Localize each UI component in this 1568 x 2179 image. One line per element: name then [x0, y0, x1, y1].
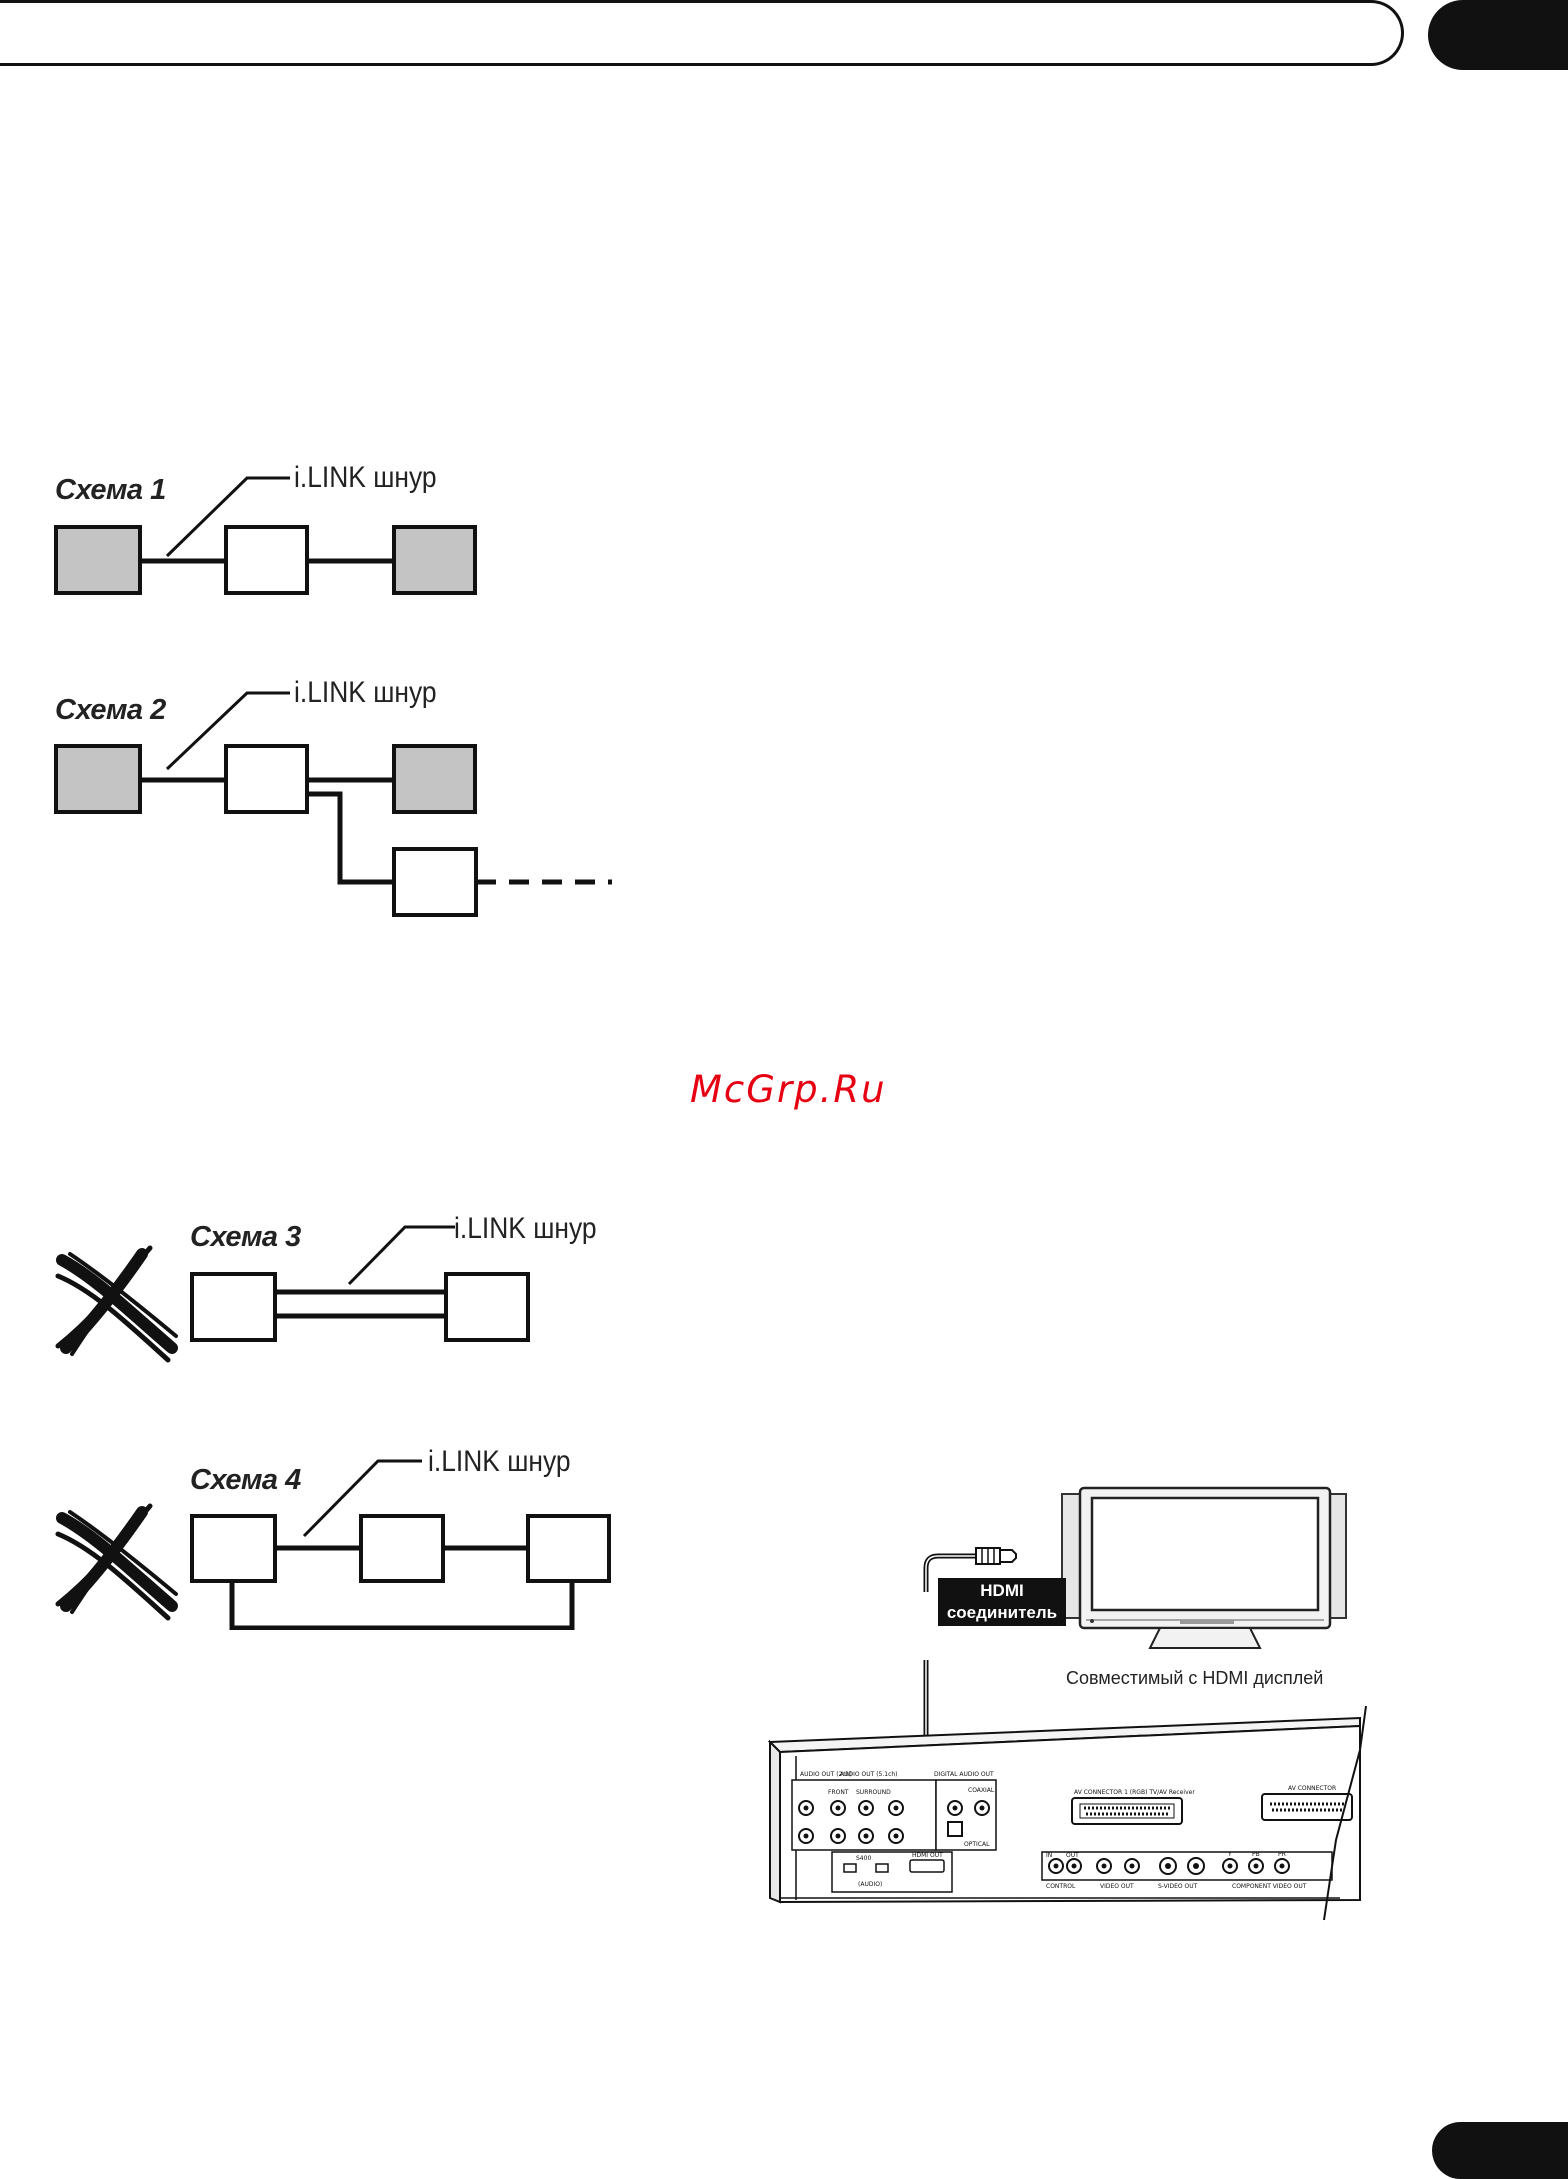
panel-label-audio-2ch: AUDIO OUT (2ch): [800, 1771, 852, 1778]
page-number-tab: [1432, 2122, 1568, 2179]
ilink-port: [843, 1863, 857, 1873]
chapter-tab: [1428, 0, 1568, 70]
schema-4-device: [526, 1514, 611, 1583]
schema-1-2-diagram: [54, 476, 612, 917]
schema-2-label: Схема 2: [55, 694, 166, 726]
hdmi-out-port: [909, 1859, 945, 1873]
av-connector-2: [1261, 1793, 1353, 1821]
schema-4-device: [190, 1514, 277, 1583]
schema-1-device-gray: [392, 525, 477, 595]
schema-4-graphic: [55, 1459, 611, 1630]
panel-label-video-out: VIDEO OUT: [1100, 1883, 1134, 1890]
optical-port: [947, 1821, 963, 1837]
panel-label-optical: OPTICAL: [964, 1841, 990, 1848]
panel-label-pb: PB: [1252, 1851, 1260, 1858]
panel-label-front: FRONT: [828, 1789, 849, 1796]
hdmi-connection-illustration: AUDIO OUT (2ch) AUDIO OUT (5.1ch) FRONT …: [767, 1486, 1367, 1921]
schema-3-graphic: [55, 1225, 530, 1363]
panel-label-pr: PR: [1278, 1851, 1286, 1858]
panel-label-surround: SURROUND: [856, 1789, 891, 1796]
digital-audio-block: [935, 1779, 997, 1851]
schema-4-device: [359, 1514, 445, 1583]
schema-3-4-diagram: [55, 1225, 611, 1630]
schema-1-device-gray: [54, 525, 142, 595]
schema-2-device: [224, 744, 309, 814]
panel-label-coaxial: COAXIAL: [968, 1787, 995, 1794]
tv-stand: [1148, 1627, 1262, 1649]
invalid-cross-icon: [55, 1503, 178, 1621]
tv-screen: [1090, 1496, 1320, 1612]
panel-label-y: Y: [1227, 1851, 1232, 1858]
panel-label-control: CONTROL: [1046, 1883, 1076, 1890]
schema-4-label: Схема 4: [190, 1464, 301, 1496]
panel-label-av-1: AV CONNECTOR 1 (RGB) TV/AV Receiver: [1074, 1789, 1195, 1796]
schema-2-leader-line: [165, 691, 290, 771]
hdmi-connector-label-line1: HDMI: [980, 1581, 1024, 1600]
panel-label-in: IN: [1046, 1852, 1052, 1859]
schema-1-leader-line: [165, 476, 290, 558]
schema-2-cord-label: i.LINK шнур: [294, 676, 437, 709]
schema-1-device: [224, 525, 309, 595]
schema-1-cord-label: i.LINK шнур: [294, 461, 437, 494]
schema-3-device: [444, 1272, 530, 1342]
hdmi-display-caption: Совместимый с HDMI дисплей: [1066, 1668, 1324, 1688]
panel-label-out: OUT: [1066, 1852, 1079, 1859]
header-bar: [0, 0, 1404, 66]
ilink-port: [875, 1863, 889, 1873]
schema-3-leader-line: [347, 1225, 455, 1286]
hdmi-connector-label-line2: соединитель: [946, 1603, 1058, 1622]
schema-1-graphic: [54, 476, 477, 595]
schema-2-device-gray: [54, 744, 142, 814]
hdmi-connector-label: HDMI соединитель: [938, 1578, 1066, 1626]
schema-4-leader-line: [302, 1459, 422, 1538]
panel-label-hdmi-out: HDMI OUT: [912, 1852, 943, 1859]
schema-2-graphic: [54, 691, 612, 917]
panel-label-component: COMPONENT VIDEO OUT: [1232, 1883, 1307, 1890]
panel-label-s-video-out: S-VIDEO OUT: [1158, 1883, 1198, 1890]
schema-2-device-gray: [392, 744, 477, 814]
player-rear-panel: AUDIO OUT (2ch) AUDIO OUT (5.1ch) FRONT …: [767, 1716, 1361, 1904]
schema-4-cable-loop: [229, 1581, 575, 1630]
watermark: McGrp.Ru: [690, 1068, 887, 1111]
panel-label-audio: (AUDIO): [858, 1881, 882, 1888]
schema-3-device: [190, 1272, 277, 1342]
panel-cut-edge: [1323, 1705, 1367, 1921]
schema-4-cord-label: i.LINK шнур: [428, 1445, 571, 1478]
schema-3-cord-label: i.LINK шнур: [454, 1212, 597, 1245]
schema-2-cable-branch: [307, 791, 394, 885]
hdmi-display-tv: [1061, 1486, 1347, 1649]
schema-1-label: Схема 1: [55, 474, 166, 506]
invalid-cross-icon: [55, 1245, 178, 1363]
schema-2-device: [392, 847, 478, 917]
panel-label-audio-51: AUDIO OUT (5.1ch): [840, 1771, 898, 1778]
panel-label-digital: DIGITAL AUDIO OUT: [934, 1771, 994, 1778]
schema-3-label: Схема 3: [190, 1221, 301, 1253]
panel-label-av-2: AV CONNECTOR: [1288, 1785, 1336, 1792]
panel-label-s400: S400: [856, 1855, 871, 1862]
